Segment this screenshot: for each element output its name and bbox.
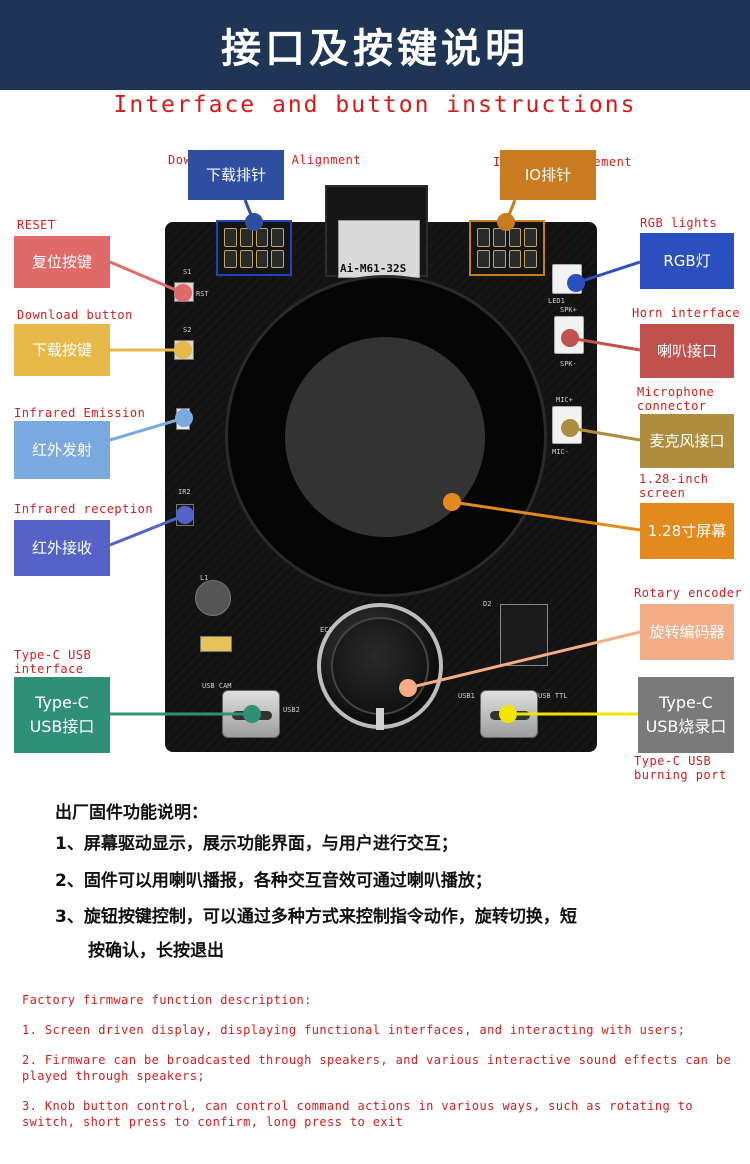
marker-horn	[561, 329, 579, 347]
capacitor-part	[200, 636, 232, 652]
knob-indicator	[376, 708, 384, 730]
silk-usb-ttl: USB TTL	[538, 692, 568, 700]
marker-rotary	[399, 679, 417, 697]
label-infrared-reception-en: Infrared reception	[14, 502, 154, 516]
marker-type-c-usb	[243, 705, 261, 723]
page-title: 接口及按键说明	[221, 26, 529, 72]
label-type-c-usb-line2: USB接口	[29, 717, 95, 736]
label-burning-line2: USB烧录口	[645, 717, 727, 736]
firmware-item-2: 2、固件可以用喇叭播报，各种交互音效可通过喇叭播放；	[55, 871, 492, 891]
silk-led1: LED1	[548, 297, 565, 305]
silk-ec1: EC1	[320, 626, 333, 634]
firmware-description-title: 出厂固件功能说明：	[55, 803, 208, 823]
silk-usb-cam: USB CAM	[202, 682, 232, 690]
label-screen-text: 1.28寸屏幕	[647, 521, 727, 540]
label-screen: 1.28寸屏幕	[640, 503, 734, 559]
silk-mic-minus: MIC-	[552, 448, 569, 456]
silk-s2: S2	[183, 326, 192, 334]
marker-rgb	[567, 274, 585, 292]
label-type-c-usb: Type-C USB接口	[14, 677, 110, 753]
label-horn-en: Horn interface	[632, 306, 741, 320]
label-download-button-text: 下载按键	[31, 340, 92, 359]
label-horn: 喇叭接口	[640, 324, 734, 378]
marker-microphone	[561, 419, 579, 437]
label-reset: 复位按键	[14, 236, 110, 288]
label-rotary-text: 旋转编码器	[649, 622, 725, 641]
firmware-item-3-en: 3. Knob button control, can control comm…	[22, 1099, 693, 1129]
firmware-item-1-en: 1. Screen driven display, displaying fun…	[22, 1023, 686, 1037]
silk-s1: S1	[183, 268, 192, 276]
label-download-needle-text: 下载排针	[205, 165, 266, 184]
label-reset-text: 复位按键	[31, 252, 92, 271]
label-io-pin-text: IO排针	[524, 165, 572, 184]
download-pin-header	[216, 220, 292, 276]
label-burning-line1: Type-C	[659, 693, 713, 712]
silk-usb2: USB2	[283, 706, 300, 714]
label-infrared-reception-text: 红外接收	[31, 538, 92, 557]
silk-d2: D2	[483, 600, 492, 608]
label-type-c-usb-en: Type-C USB interface	[14, 648, 92, 677]
label-infrared-emission-text: 红外发射	[31, 440, 92, 459]
label-type-c-usb-line1: Type-C	[35, 693, 89, 712]
firmware-item-1: 1、屏幕驱动显示，展示功能界面，与用户进行交互；	[55, 834, 458, 854]
knob-cap	[331, 617, 429, 715]
label-microphone-text: 麦克风接口	[649, 431, 725, 450]
firmware-item-3-line1: 3、旋钮按键控制，可以通过多种方式来控制指令动作，旋转切换，短	[55, 907, 577, 927]
module-shield	[338, 220, 420, 278]
label-download-needle: 下载排针	[188, 150, 284, 200]
inductor-part	[195, 580, 231, 616]
label-infrared-reception: 红外接收	[14, 520, 110, 576]
label-microphone: 麦克风接口	[640, 414, 734, 468]
silk-l1: L1	[200, 574, 209, 582]
marker-download-needle	[245, 213, 263, 231]
silk-spk-minus: SPK-	[560, 360, 577, 368]
ic-chip	[500, 604, 548, 666]
marker-screen	[443, 493, 461, 511]
marker-io-pin	[497, 213, 515, 231]
label-download-button-en: Download button	[17, 308, 133, 322]
label-reset-en: RESET	[17, 218, 56, 232]
marker-download-button	[174, 341, 192, 359]
label-burning: Type-C USB烧录口	[638, 677, 734, 753]
page-subtitle: Interface and button instructions	[113, 92, 637, 118]
io-pin-header	[469, 220, 545, 276]
silk-ir2: IR2	[178, 488, 191, 496]
silk-usb1: USB1	[458, 692, 475, 700]
firmware-item-3-line2: 按确认，长按退出	[88, 941, 224, 961]
label-burning-en: Type-C USB burning port	[634, 754, 727, 783]
label-rgb: RGB灯	[640, 233, 734, 289]
firmware-item-2-en: 2. Firmware can be broadcasted through s…	[22, 1053, 732, 1083]
marker-infrared-emission	[175, 409, 193, 427]
marker-infrared-reception	[176, 506, 194, 524]
firmware-description-en-title: Factory firmware function description:	[22, 993, 312, 1007]
label-rgb-en: RGB lights	[640, 216, 718, 230]
label-io-pin: IO排针	[500, 150, 596, 200]
silk-rst: RST	[196, 290, 209, 298]
label-rotary: 旋转编码器	[640, 604, 734, 660]
label-download-button: 下载按键	[14, 324, 110, 376]
silk-mic-plus: MIC+	[556, 396, 573, 404]
label-infrared-emission-en: Infrared Emission	[14, 406, 146, 420]
marker-reset	[174, 284, 192, 302]
module-label: Ai-M61-32S	[340, 262, 407, 275]
label-rgb-text: RGB灯	[663, 251, 711, 270]
marker-burning	[499, 705, 517, 723]
label-infrared-emission: 红外发射	[14, 421, 110, 479]
silk-spk-plus: SPK+	[560, 306, 577, 314]
label-microphone-en: Microphone connector	[637, 385, 715, 414]
firmware-item-3: 3、旋钮按键控制，可以通过多种方式来控制指令动作，旋转切换，短 按确认，长按退出	[55, 900, 577, 968]
label-screen-en: 1.28-inch screen	[639, 472, 709, 501]
label-rotary-en: Rotary encoder	[634, 586, 743, 600]
label-horn-text: 喇叭接口	[656, 341, 717, 360]
header-banner: 接口及按键说明	[0, 0, 750, 90]
